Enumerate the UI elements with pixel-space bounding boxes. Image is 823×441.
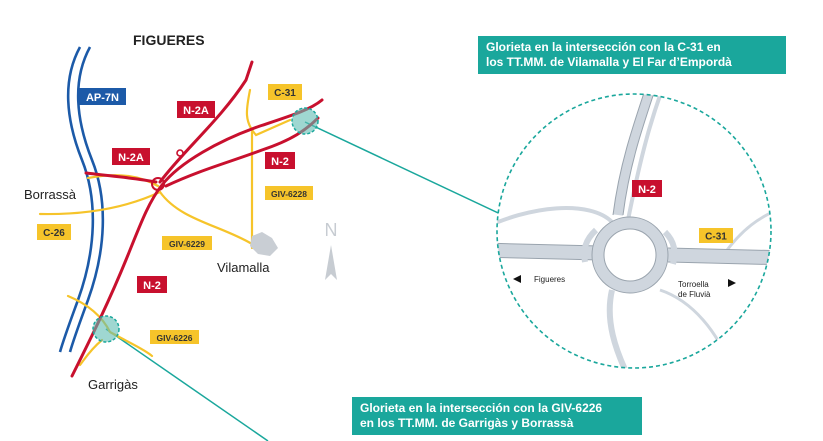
arrow-left-icon [513,275,521,283]
callout-giv6226-roundabout: Glorieta en la intersección con la GIV-6… [352,397,642,435]
roundabout-marker-c31 [291,107,319,135]
place-vilamalla: Vilamalla [217,260,270,275]
callout-c31-roundabout: Glorieta en la intersección con la C-31 … [478,36,786,74]
detail-shield-c31: C-31 [699,228,733,243]
svg-text:N: N [325,220,338,240]
roundabout-marker-giv6226 [92,315,120,343]
place-garrigas: Garrigàs [88,377,138,392]
vilamalla-town [250,232,278,256]
detail-shield-n2: N-2 [632,180,662,197]
svg-text:N-2: N-2 [271,156,289,168]
shield-n2a-top: N-2A [177,101,215,118]
roundabout-detail [496,93,772,369]
callout-top-line-1: Glorieta en la intersección con la C-31 … [486,40,721,54]
svg-text:GIV-6228: GIV-6228 [271,189,307,199]
shield-n2-right: N-2 [265,152,295,169]
shield-giv6228: GIV-6228 [265,186,313,200]
svg-text:GIV-6229: GIV-6229 [169,239,205,249]
svg-text:C-31: C-31 [705,232,727,243]
regional-roads [38,88,292,367]
shield-giv6226: GIV-6226 [150,330,199,344]
place-borrassa: Borrassà [24,187,77,202]
shield-c26: C-26 [37,224,71,240]
arrow-right-icon [728,279,736,287]
svg-text:N-2A: N-2A [118,152,144,164]
callout-bottom-line-1: Glorieta en la intersección con la GIV-6… [360,401,603,415]
detail-label-figueres: Figueres [534,275,565,284]
shield-n2a-left: N-2A [112,148,150,165]
shield-c31: C-31 [268,84,302,100]
svg-text:GIV-6226: GIV-6226 [157,333,193,343]
svg-text:N-2A: N-2A [183,105,209,117]
svg-text:N-2: N-2 [143,280,161,292]
shield-giv6229: GIV-6229 [162,236,212,250]
detail-label-torroella-2: de Fluvià [678,290,711,299]
detail-label-torroella-1: Torroella [678,280,709,289]
shield-ap7n: AP-7N [79,88,126,105]
city-title: FIGUERES [133,32,205,48]
svg-text:N-2: N-2 [638,184,656,196]
shield-n2-left: N-2 [137,276,167,293]
n2-junction-node [176,149,184,157]
callout-top-line-2: los TT.MM. de Vilamalla y El Far d’Empor… [486,55,732,69]
main-junction-node [151,177,165,191]
svg-text:AP-7N: AP-7N [86,92,119,104]
callout-bottom-line-2: en los TT.MM. de Garrigàs y Borrassà [360,416,574,430]
svg-text:C-26: C-26 [43,228,65,239]
leader-line-bottom [105,328,269,441]
svg-text:C-31: C-31 [274,88,296,99]
north-arrow-icon: N [325,220,338,280]
